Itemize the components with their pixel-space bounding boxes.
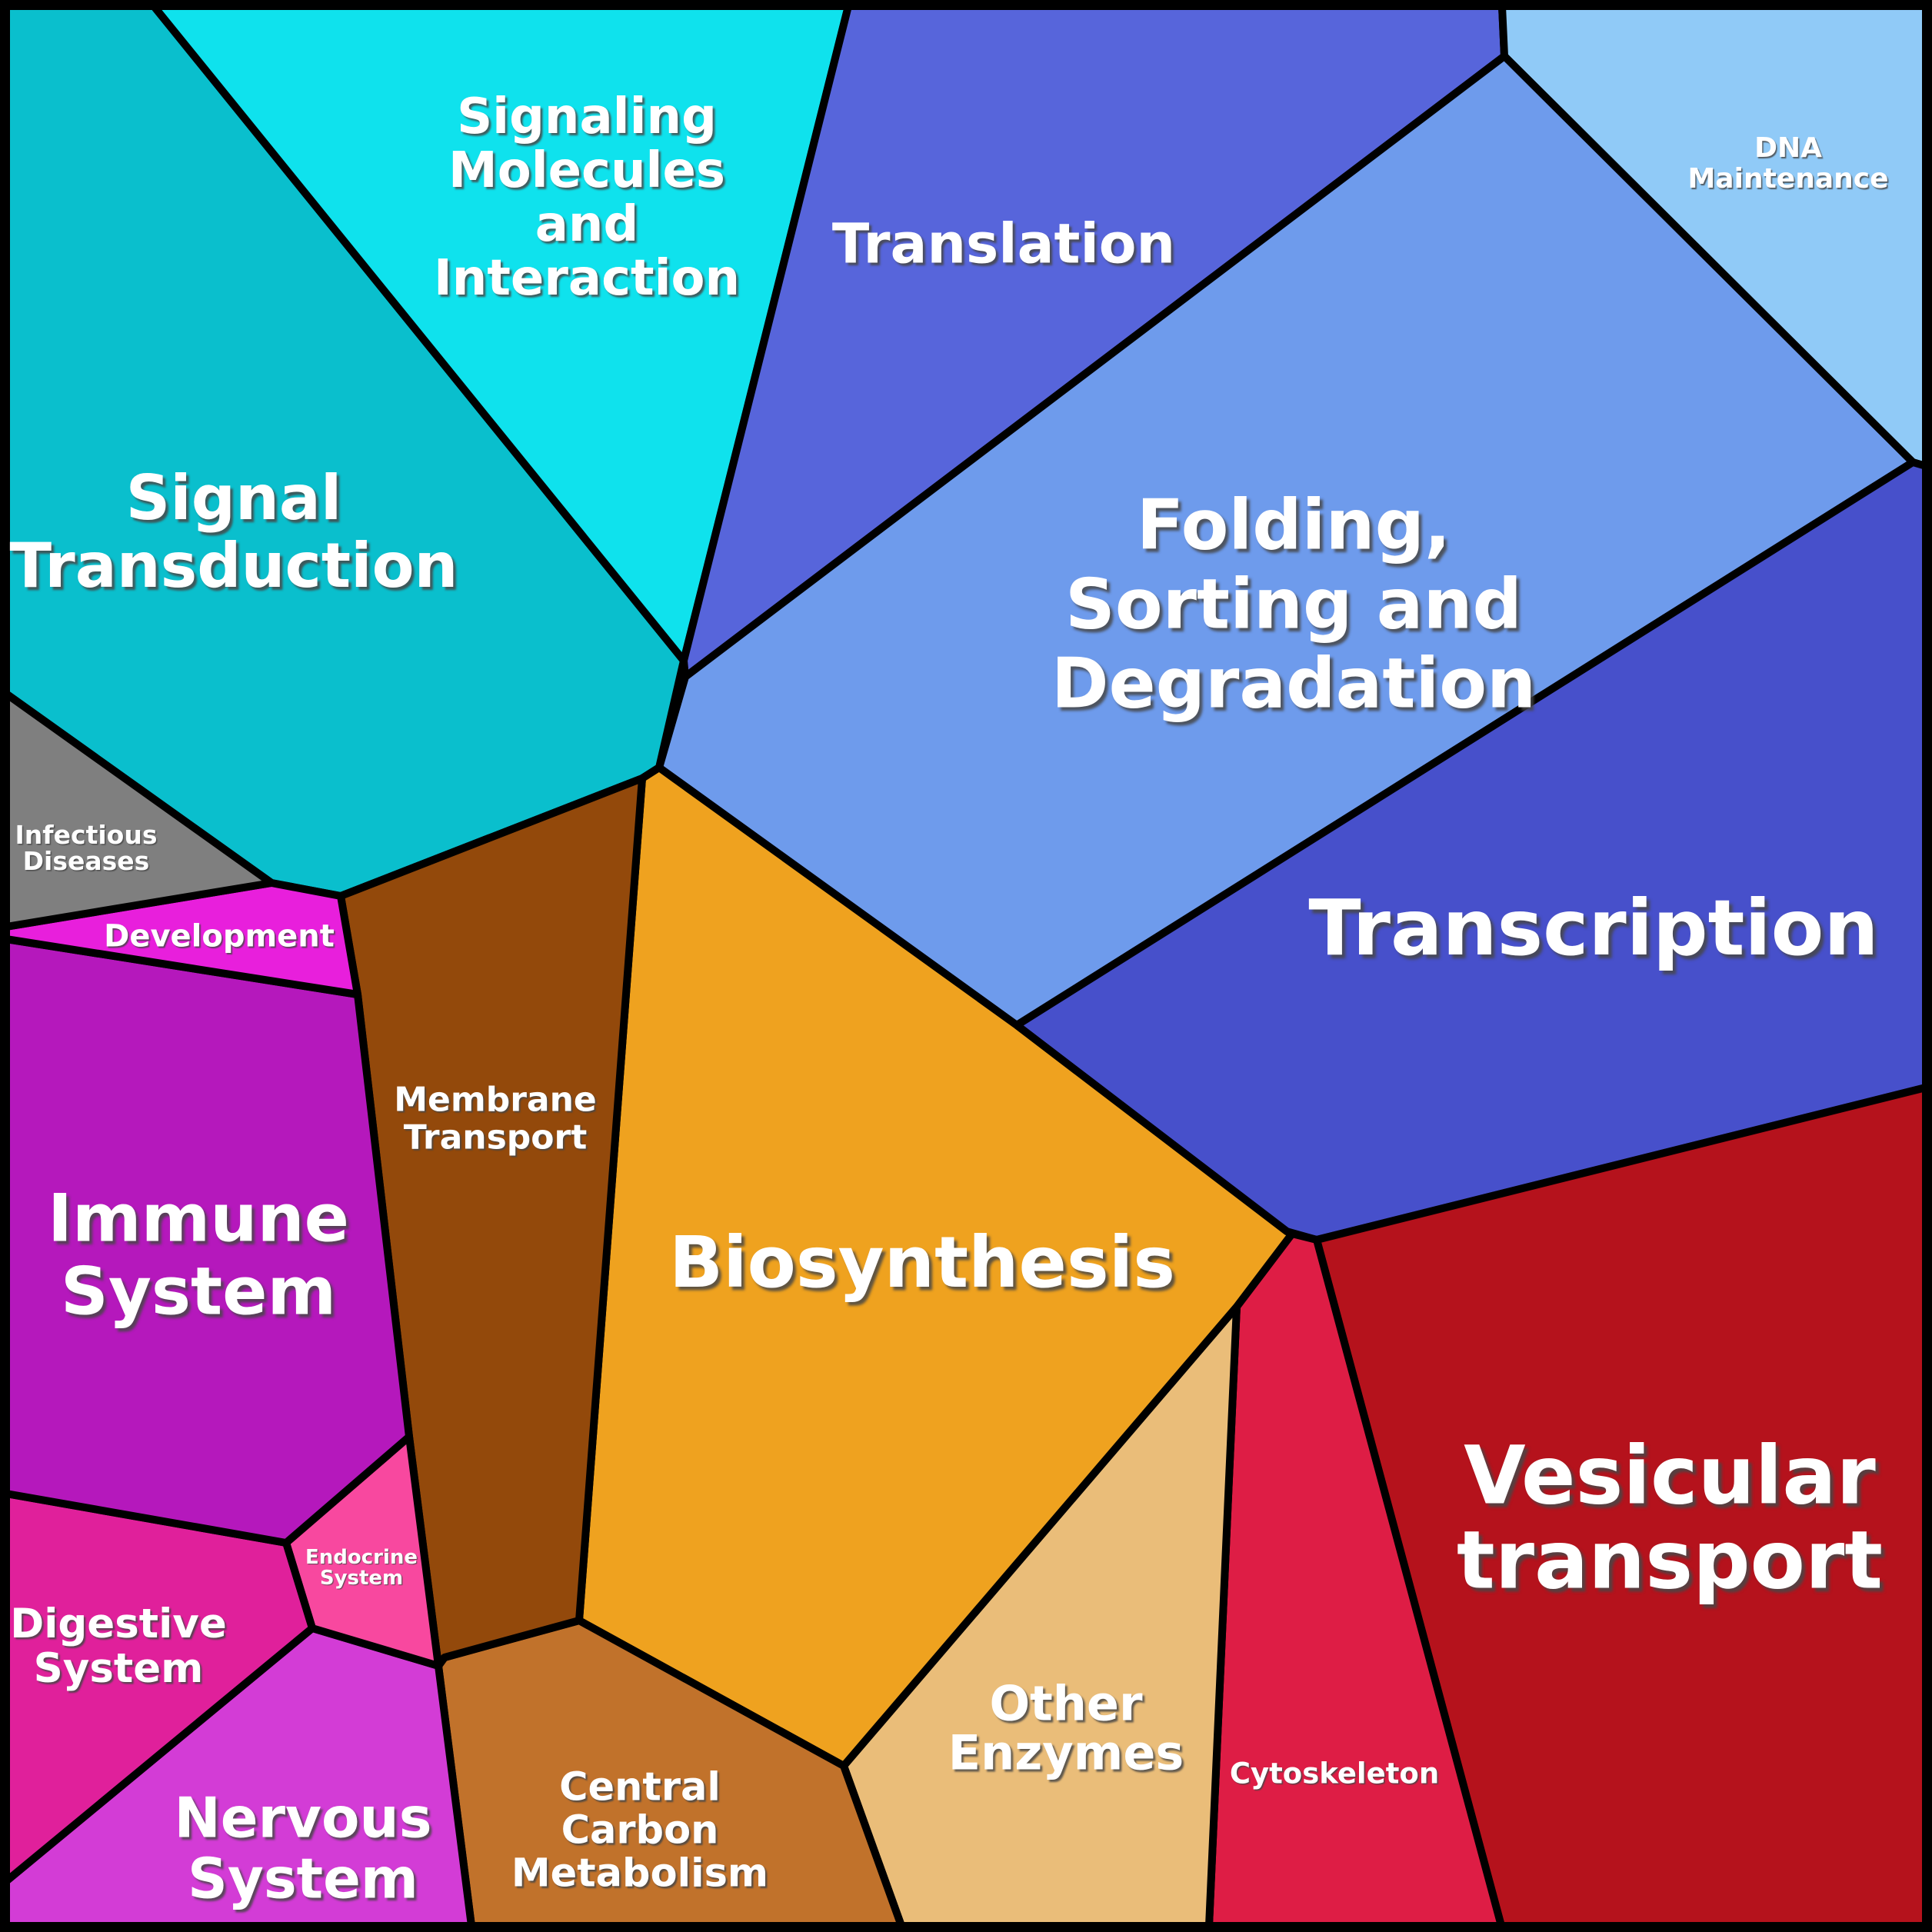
cell-infectious-diseases[interactable] — [2, 690, 275, 931]
cell-immune-system[interactable] — [2, 935, 413, 1547]
